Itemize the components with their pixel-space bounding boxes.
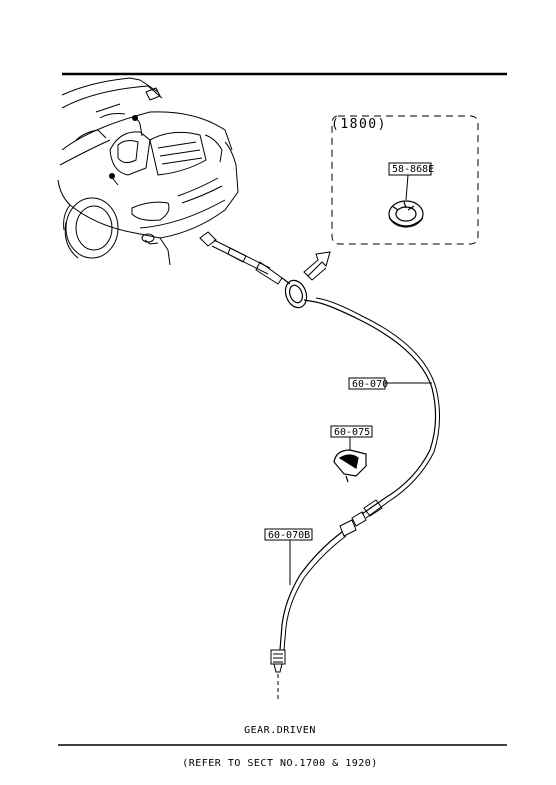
label-clip: 60-075 [330,425,373,438]
car-illustration [57,77,239,266]
label-driven-cable-text: 60-070B [268,530,310,541]
label-cable: 60-070 [348,377,388,390]
label-grommet: 58-868E [388,162,434,176]
driven-cable [279,531,343,651]
cable-clip [333,449,367,483]
driven-gear-end [270,649,286,673]
cable-grommet [281,277,317,309]
cable-upper-end [199,231,283,285]
cable-coupling [339,499,383,537]
leader-grommet [405,174,409,201]
inset-box [331,115,479,245]
gear-driven-note: GEAR.DRIVEN (REFER TO SECT NO.1700 & 192… [160,703,400,780]
label-cable-text: 60-070 [352,379,388,390]
driven-cable-outer [283,535,347,651]
label-clip-text: 60-075 [334,427,370,438]
label-grommet-text: 58-868E [392,164,434,175]
cable-entry-point [109,173,115,179]
direction-arrow [303,251,331,281]
inset-grommet [388,200,424,228]
inset-label: (1800) [331,117,387,132]
speedometer-cable-outer [315,297,441,519]
label-driven-cable: 60-070B [264,528,313,541]
gear-driven-reference: (REFER TO SECT NO.1700 & 1920) [182,758,378,769]
gear-driven-title: GEAR.DRIVEN [244,725,316,736]
speedometer-cable [315,301,437,515]
cable-connection-point [132,115,138,121]
